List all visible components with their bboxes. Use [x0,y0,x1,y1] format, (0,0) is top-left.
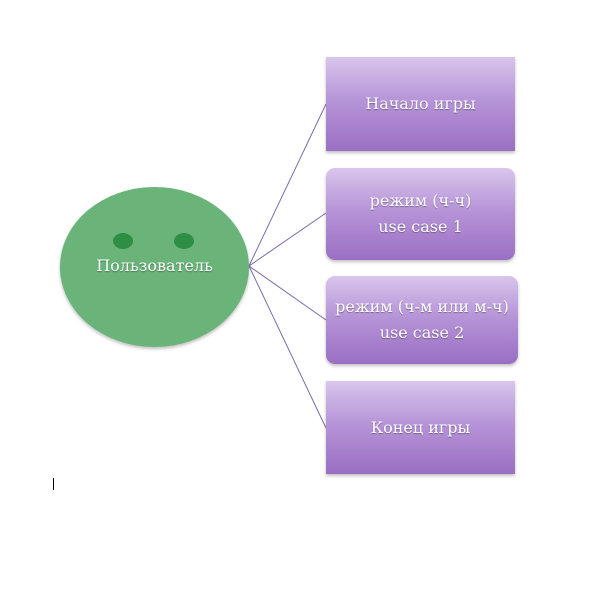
actor-eye-left [113,233,133,249]
usecase-label: режим (ч-ч) [369,191,472,210]
usecase-mode-human-machine: режим (ч-м или м-ч) use case 2 [326,276,518,364]
usecase-label: режим (ч-м или м-ч) [335,297,509,316]
actor-label: Пользователь [96,256,213,275]
actor-eye-right [174,233,194,249]
connector-line-mode-2 [248,265,327,321]
usecase-label: Конец игры [370,417,471,437]
text-cursor [53,478,54,490]
usecase-sublabel: use case 1 [378,217,463,236]
usecase-game-start: Начало игры [326,57,515,151]
connector-line-start [248,103,327,267]
usecase-game-end: Конец игры [326,381,515,474]
usecase-sublabel: use case 2 [379,323,465,342]
usecase-mode-human-human: режим (ч-ч) use case 1 [326,168,515,260]
user-actor: Пользователь [60,187,249,347]
connector-line-end [248,265,327,429]
usecase-label: Начало игры [365,94,476,113]
connector-line-mode-1 [248,212,327,267]
